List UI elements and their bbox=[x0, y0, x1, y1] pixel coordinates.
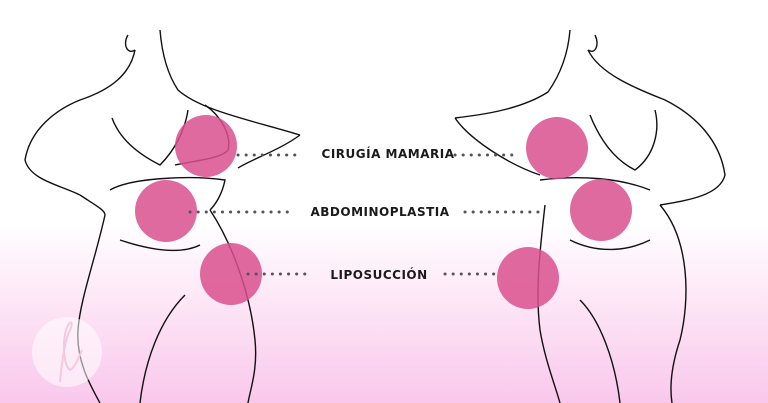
label-liposuction: LIPOSUCCIÓN bbox=[330, 268, 428, 282]
label-abdominoplasty: ABDOMINOPLASTIA bbox=[310, 205, 450, 219]
marker-lipo-left bbox=[200, 243, 262, 305]
label-breast-surgery: CIRUGÍA MAMARIA bbox=[321, 147, 455, 161]
marker-abdomen-left bbox=[135, 180, 197, 242]
connector-dots bbox=[188, 153, 542, 276]
procedure-markers bbox=[135, 115, 632, 309]
right-body-outline bbox=[454, 29, 726, 403]
marker-breast-left bbox=[175, 115, 237, 177]
brand-logo bbox=[32, 317, 102, 387]
marker-breast-right bbox=[526, 117, 588, 179]
marker-abdomen-right bbox=[570, 179, 632, 241]
marker-lipo-right bbox=[497, 247, 559, 309]
